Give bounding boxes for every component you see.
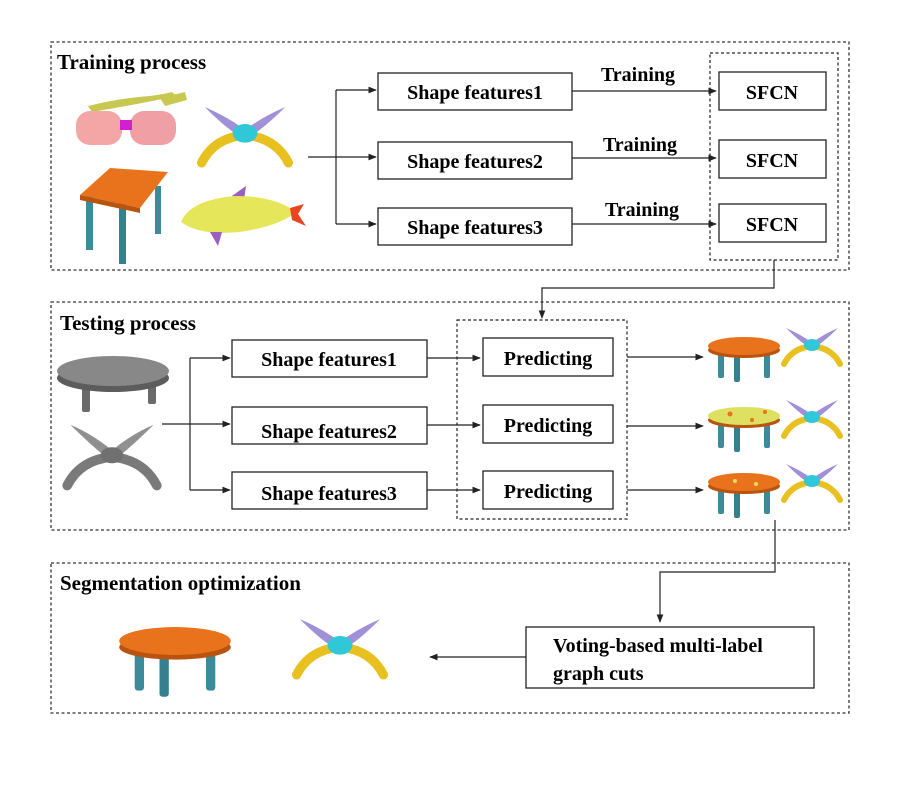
- gray-chair-base-icon: [62, 424, 162, 491]
- result-table-1: [708, 337, 780, 382]
- optimization-title: Segmentation optimization: [60, 571, 301, 595]
- result-table-3: [708, 473, 780, 518]
- predicting-label-1: Predicting: [504, 348, 593, 370]
- testing-title: Testing process: [60, 311, 196, 335]
- testing-feature-box-2: [231, 406, 428, 445]
- chair-base-icon: [202, 107, 289, 163]
- sfcn-box-3: [718, 203, 827, 243]
- training-feature-2: Shape features2: [407, 151, 543, 173]
- table-icon: [80, 168, 168, 264]
- graph-cuts-line-2: graph cuts: [553, 663, 644, 685]
- sfcn-label-1: SFCN: [746, 82, 799, 104]
- training-feature-box-1: [377, 72, 573, 111]
- gray-table-icon: [57, 356, 169, 412]
- predicting-group: [456, 319, 628, 520]
- sfcn-box-2: [718, 139, 827, 179]
- graph-cuts-line-1: Voting-based multi-label: [553, 635, 763, 657]
- result-chair-base-1: [784, 328, 840, 364]
- sfcn-box-1: [718, 71, 827, 111]
- training-label-3: Training: [605, 199, 679, 221]
- training-feature-1: Shape features1: [407, 82, 543, 104]
- training-panel: [50, 41, 850, 271]
- training-label-1: Training: [601, 64, 675, 86]
- training-feature-3: Shape features3: [407, 217, 543, 239]
- training-feature-box-2: [377, 141, 573, 180]
- sfcn-label-3: SFCN: [746, 214, 799, 236]
- testing-panel: [50, 301, 850, 531]
- dolphin-icon: [181, 186, 306, 246]
- result-table-2: [708, 407, 780, 452]
- testing-feature-box-1: [231, 339, 428, 378]
- training-feature-box-3: [377, 207, 573, 246]
- testing-feature-2: Shape features2: [261, 421, 397, 443]
- result-chair-base-2: [784, 400, 840, 436]
- final-table: [119, 627, 231, 697]
- predicting-box-1: [482, 337, 614, 377]
- training-title: Training process: [57, 50, 206, 74]
- final-chair-base: [297, 619, 384, 675]
- optimization-panel: [50, 562, 850, 714]
- predicting-box-3: [482, 470, 614, 510]
- result-chair-base-3: [784, 464, 840, 500]
- training-label-2: Training: [603, 134, 677, 156]
- predicting-box-2: [482, 404, 614, 444]
- sfcn-label-2: SFCN: [746, 150, 799, 172]
- testing-feature-box-3: [231, 471, 428, 510]
- predicting-label-3: Predicting: [504, 481, 593, 503]
- predicting-label-2: Predicting: [504, 415, 593, 437]
- glasses-icon: [76, 92, 187, 145]
- testing-feature-1: Shape features1: [261, 349, 397, 371]
- testing-feature-3: Shape features3: [261, 483, 397, 505]
